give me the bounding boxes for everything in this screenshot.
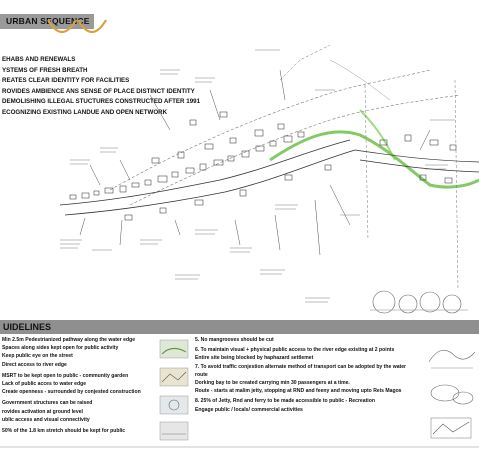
rehab-item: ECOGNIZING EXISTING LANDUE AND OPEN NETW… bbox=[2, 108, 168, 116]
guideline-item: rovides activation at ground level bbox=[2, 408, 83, 415]
guideline-right-sketches bbox=[428, 349, 476, 439]
rehab-item: YSTEMS OF FRESH BREATH bbox=[2, 66, 88, 74]
guideline-item: 5. No mangrooves should be cut bbox=[195, 337, 274, 343]
guideline-item: 8. 25% of Jetty, Rnd and ferry to be mad… bbox=[195, 398, 375, 405]
guideline-sketch-thumbnails bbox=[159, 339, 189, 441]
guideline-item: 50% of the 1.8 km stretch should be kept… bbox=[2, 428, 126, 435]
guideline-item: Lack of public acces to water edge bbox=[2, 381, 87, 388]
guideline-item: Entire site being blocked by haphazard s… bbox=[195, 355, 314, 362]
rehab-item: REATES CLEAR IDENTITY FOR FACILITIES bbox=[2, 77, 130, 85]
section-sketch-circles bbox=[370, 290, 468, 314]
rehab-item: DEMOLISHING ILLEGAL STUCTURES CONSTRUCTE… bbox=[2, 98, 201, 106]
guideline-item: Dorking bay to be created carrying min 3… bbox=[195, 380, 350, 387]
guideline-item: Create openness - surrounded by conjeste… bbox=[2, 389, 141, 396]
rehab-item: ROVIDES AMBIENCE ANS SENSE OF PLACE DIST… bbox=[2, 87, 195, 95]
guideline-item: Spaces along sides kept open for public … bbox=[2, 345, 119, 352]
rehabs-and-renewals-list: EHABS AND RENEWALS YSTEMS OF FRESH BREAT… bbox=[2, 55, 200, 119]
guideline-item: 7. To avoid traffic conjestion alternate… bbox=[195, 363, 407, 370]
guideline-item: Direct access to river edge bbox=[2, 361, 67, 368]
guideline-item: route bbox=[195, 371, 208, 378]
site-plan-map bbox=[59, 44, 479, 303]
guideline-item: Route - starts at malim jetty, stopping … bbox=[195, 388, 402, 395]
guideline-item: Engage public / locals/ commercial activ… bbox=[195, 406, 303, 413]
guideline-item: Min 2.5m Pedestrianized pathway along th… bbox=[2, 337, 136, 343]
guideline-item: Government structures can be raised bbox=[2, 400, 93, 407]
guideline-item: ublic access and visual connectivity bbox=[2, 416, 90, 423]
decorative-arcs bbox=[47, 19, 107, 34]
footer-divider bbox=[0, 446, 479, 448]
guideline-item: Keep public eye on the street bbox=[2, 353, 73, 360]
guidelines-left-list: Min 2.5m Pedestrianized pathway along th… bbox=[2, 336, 141, 435]
guidelines-header: UIDELINES bbox=[0, 320, 479, 334]
guideline-item: MSRT to be kept open to public - communi… bbox=[2, 372, 129, 379]
guidelines-right-list: 5. No mangrooves should be cut 6. To mai… bbox=[195, 336, 406, 414]
guideline-item: 6. To maintain visual + physical public … bbox=[195, 347, 395, 354]
rehab-heading: EHABS AND RENEWALS bbox=[2, 56, 76, 63]
